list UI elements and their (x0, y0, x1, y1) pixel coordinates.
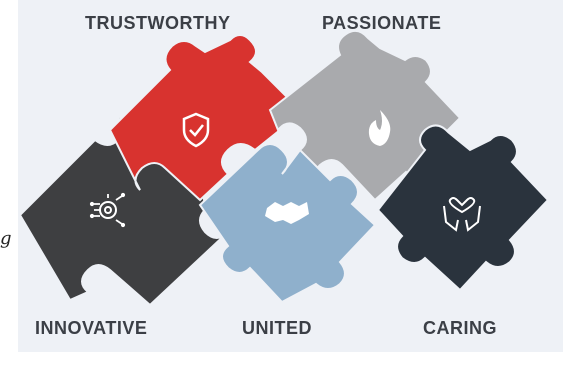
hands-heart-icon (443, 197, 481, 232)
label-passionate: PASSIONATE (322, 13, 442, 33)
shield-check-icon (182, 112, 210, 148)
label-united: UNITED (242, 318, 312, 338)
flame-icon (368, 110, 391, 146)
left-margin (0, 0, 18, 366)
bottom-margin (0, 352, 563, 366)
gear-circuit-icon (89, 192, 126, 228)
caring-puzzle-piece (376, 124, 550, 292)
label-trustworthy: TRUSTWORTHY (85, 13, 231, 33)
label-innovative: INNOVATIVE (35, 318, 148, 338)
stray-text: g (0, 228, 12, 249)
label-caring: CARING (423, 318, 497, 338)
handshake-icon (265, 202, 309, 224)
united-puzzle-piece (198, 143, 377, 304)
